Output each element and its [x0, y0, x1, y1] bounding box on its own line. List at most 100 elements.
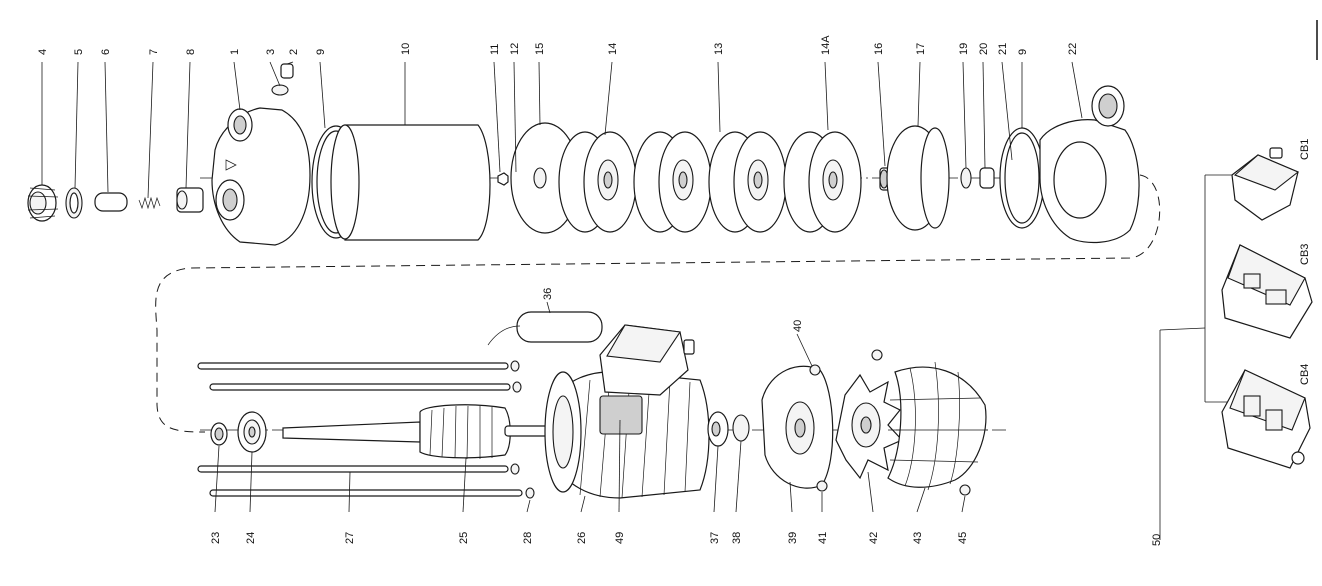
- impeller-nut-part: [497, 172, 509, 186]
- callout-bottom-8: 38: [731, 532, 743, 544]
- callout-top-leader-4: [185, 61, 191, 189]
- callout-top-leader-10: [493, 61, 501, 173]
- callout-top-10: 11: [489, 44, 501, 55]
- callout-top-19: 20: [978, 43, 990, 55]
- terminal-block-part: [599, 395, 643, 435]
- callout-top-5: 1: [229, 49, 241, 55]
- callout-top-16: 16: [873, 43, 885, 55]
- callout-bottom-leader-7: [713, 445, 719, 513]
- callout-bottom-leader-11: [867, 471, 874, 513]
- callout-top-leader-6: [269, 61, 281, 87]
- callout-bottom-10: 41: [817, 532, 829, 544]
- callout-top-18: 19: [958, 43, 970, 55]
- callout-bottom-3: 25: [458, 532, 470, 544]
- sleeve-part: [94, 192, 128, 212]
- callout-top-22: 22: [1067, 43, 1079, 55]
- stage-housing-part: [330, 124, 491, 241]
- callout-top-7: 2: [288, 49, 300, 55]
- callout-box-cb3: CB3: [1299, 244, 1311, 265]
- terminal-box-part: [599, 324, 695, 396]
- callout-top-leader-11: [513, 61, 517, 173]
- callout-top-leader-12: [538, 61, 541, 126]
- callout-bottom-9: 39: [787, 532, 799, 544]
- callout-bottom-leader-9: [789, 481, 793, 513]
- callout-top-leader-18: [962, 61, 967, 169]
- control-box-group: [1159, 147, 1313, 540]
- callout-top-leader-13: [604, 61, 613, 136]
- seal-washer-part: [960, 167, 972, 189]
- end-shield-part: [761, 365, 834, 489]
- callout-bottom-0: 23: [210, 532, 222, 544]
- callout-top-9: 10: [400, 43, 412, 55]
- callout-top-leader-2: [104, 61, 109, 193]
- callout-bottom-13: 45: [957, 532, 969, 544]
- callout-bottom-4: 28: [522, 532, 534, 544]
- callout-bottom-leader-12: [916, 487, 926, 513]
- callout-top-6: 3: [265, 49, 277, 55]
- callout-top-leader-19: [982, 61, 986, 169]
- strainer-part: [27, 184, 59, 222]
- spring-part: [138, 196, 161, 210]
- assembly-connector-line: [155, 174, 1161, 433]
- callout-top-3: 7: [148, 49, 160, 55]
- mechanical-seal-part: [979, 167, 995, 189]
- callout-bottom-leader-6: [618, 419, 621, 513]
- callout-capacitor: 36: [542, 288, 554, 300]
- callout-top-21: 9: [1017, 49, 1029, 55]
- callout-top-4: 8: [185, 49, 197, 55]
- callout-bottom-leader-5: [580, 495, 586, 513]
- callout-bottom-11: 42: [868, 532, 880, 544]
- callout-box-cb4: CB4: [1299, 364, 1311, 385]
- callout-top-leader-22: [1071, 61, 1083, 119]
- impeller-stage-2: [633, 131, 712, 233]
- impeller-stage-4: [783, 131, 862, 233]
- callout-box-cb1: CB1: [1299, 139, 1311, 160]
- washer-40-part: [809, 364, 821, 376]
- callout-bottom-leader-1: [249, 451, 253, 513]
- wear-ring-part: [886, 125, 950, 231]
- control-box-cb4: [1221, 369, 1311, 469]
- callout-top-14: 13: [713, 43, 725, 55]
- tie-rod-nuts-part: [510, 360, 535, 499]
- callout-bottom-7: 37: [709, 532, 721, 544]
- motor-housing-part: [544, 371, 710, 499]
- callout-top-17: 17: [915, 43, 927, 55]
- callout-top-leader-1: [74, 61, 79, 189]
- drain-plug-part: [280, 63, 294, 79]
- impeller-stage-1: [558, 131, 637, 233]
- callout-top-leader-14: [717, 61, 721, 133]
- callout-top-leader-7: [286, 61, 294, 65]
- washer-part: [65, 187, 83, 219]
- front-bearing-part: [237, 411, 267, 453]
- callout-bottom-6: 49: [614, 532, 626, 544]
- callout-leaders: [41, 61, 1083, 513]
- callout-top-13: 14: [607, 43, 619, 55]
- callout-capacitor-leader: [546, 301, 551, 314]
- fan-cover-screw-top: [871, 349, 883, 361]
- callout-bottom-2: 27: [344, 532, 356, 544]
- tie-rods-part: [197, 362, 523, 497]
- pump-casing-part: [211, 107, 311, 246]
- callout-top-leader-17: [917, 61, 921, 127]
- callout-top-leader-8: [319, 61, 326, 129]
- pump-head-part: [1039, 85, 1140, 244]
- callout-top-15: 14A: [820, 35, 832, 55]
- callout-bottom-leader-0: [214, 445, 220, 513]
- callout-bottom-1: 24: [245, 532, 257, 544]
- valve-part: [176, 187, 204, 213]
- callout-top-2: 6: [100, 49, 112, 55]
- callout-bottom-leader-4: [526, 499, 531, 513]
- fan-cover-part: [887, 361, 988, 491]
- control-box-cb1: [1231, 147, 1300, 221]
- compensating-ring-part: [732, 414, 750, 442]
- cooling-fan-part: [835, 373, 904, 480]
- callout-top-leader-16: [877, 61, 886, 167]
- callout-bottom-5: 26: [576, 532, 588, 544]
- callout-bottom-leader-3: [462, 457, 467, 513]
- impeller-stage-3: [708, 131, 787, 233]
- fan-cover-screw: [959, 484, 971, 496]
- callout-top-1: 5: [73, 49, 85, 55]
- capacitor-part: [487, 311, 603, 346]
